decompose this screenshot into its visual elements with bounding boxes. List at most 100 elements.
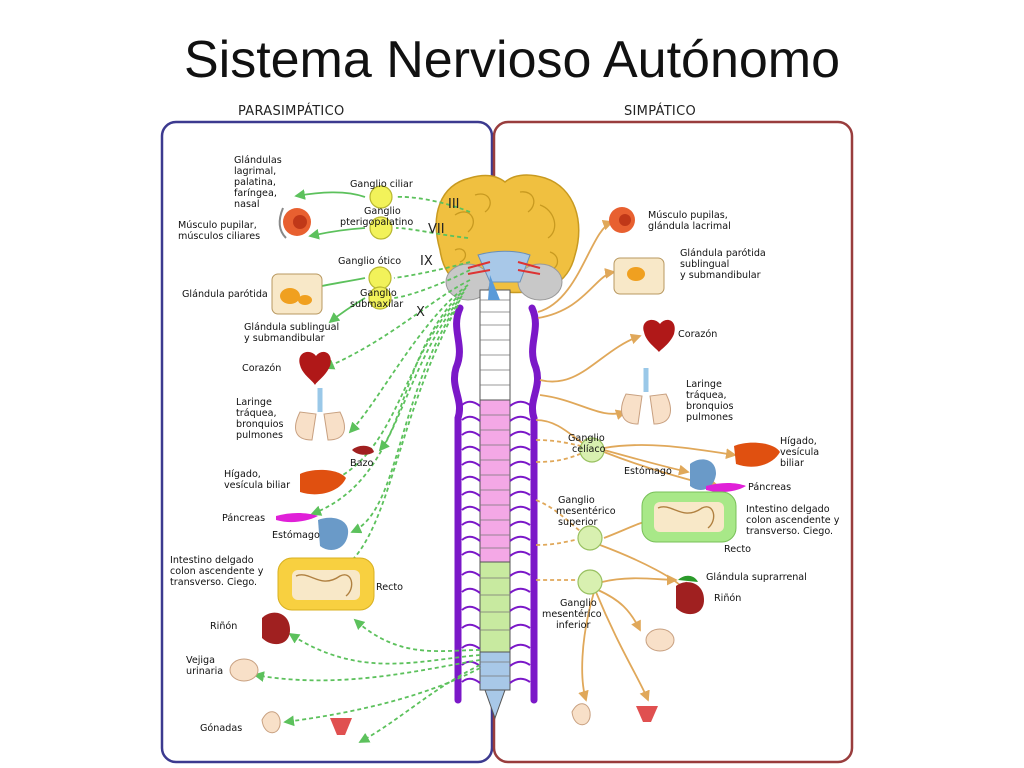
label-estomago: Estómago [624,465,672,477]
label-ganglio-mesenterico-superior: mesentérico [556,505,616,517]
label-ganglio-mesenterico-inferior: mesentérico [542,608,602,620]
label-glandula-parotida: Glándula parótida [182,288,268,300]
label-laringe: bronquios [236,419,283,430]
label-laringe: Laringe [236,397,272,408]
label-laringe: pulmones [686,412,733,423]
parasympathetic-organs [229,207,375,735]
label-ganglio-submaxilar: submaxilar [350,299,403,310]
spinal-cord [479,275,511,720]
label-laringe: Laringe [686,379,722,390]
label-musculo-pupilar: Músculo pupilar, [178,219,257,231]
label-laringe: pulmones [236,430,283,441]
stomach-icon [690,459,716,490]
label-bazo: Bazo [350,458,373,469]
stomach-icon [318,517,349,550]
label-intestino: transverso. Ciego. [746,526,833,537]
intestine-icon [277,557,375,611]
label-pancreas: Páncreas [222,512,265,524]
label-ganglio-celiaco: Ganglio [568,433,605,444]
sympathetic-chain [451,304,541,704]
eye-icon [278,207,311,239]
cranial-nerve-iii: III [448,197,460,212]
label-musculo-pupilas: glándula lacrimal [648,220,731,232]
face-parotid-icon [613,257,665,295]
label-ganglio-ciliar: Ganglio ciliar [350,179,413,190]
lungs-icon [295,388,345,441]
gonads-icon [261,711,352,735]
face-parotid-icon [271,273,323,315]
label-glandula-sublingual: Glándula sublingual [244,321,339,333]
label-intestino: transverso. Ciego. [170,577,257,588]
label-vejiga: urinaria [186,666,223,677]
label-recto: Recto [376,582,403,593]
lungs-icon [621,368,671,425]
label-glandula-suprarrenal: Glándula suprarrenal [706,571,807,583]
gonads-icon [571,703,658,726]
label-estomago: Estómago [272,529,320,541]
label-ganglio-otico: Ganglio ótico [338,255,401,267]
cranial-nerve-x: X [416,305,425,320]
bladder-icon [645,628,675,652]
heart-icon [299,351,331,385]
label-ganglio-pterigo: Ganglio [364,206,401,217]
label-ganglio-mesenterico-superior: Ganglio [558,495,595,506]
parasympathetic-ganglia [368,185,393,310]
parasympathetic-fibers [253,189,481,743]
intestine-icon [641,491,737,543]
label-corazon: Corazón [242,362,281,374]
label-corazon: Corazón [678,328,717,340]
parasympathetic-labels: Ganglio ciliar Ganglio pterigopalatino G… [170,154,413,734]
sympathetic-labels: Músculo pupilas, glándula lacrimal Glánd… [542,209,840,631]
spleen-icon [352,445,374,455]
label-rinon: Riñón [714,592,741,604]
label-intestino: Intestino delgado [746,504,830,515]
label-higado: vesícula [780,446,819,458]
label-higado: biliar [780,458,804,469]
slide-title: Sistema Nervioso Autónomo [183,31,841,89]
label-intestino: Intestino delgado [170,555,254,566]
label-ganglio-mesenterico-superior: superior [558,517,598,528]
adrenal-kidney-icon [676,575,704,615]
label-laringe: tráquea, [686,389,727,401]
label-glandula-parotida: y submandibular [680,270,761,281]
eye-icon [609,207,635,233]
sympathetic-organs [571,207,780,726]
label-intestino: colon ascendente y [746,515,840,526]
label-glandulas: nasal [234,199,260,210]
sympathetic-ganglia [577,437,605,595]
label-glandula-parotida: Glándula parótida [680,247,766,259]
label-ganglio-pterigo: pterigopalatino [340,217,413,228]
label-rinon: Riñón [210,620,237,632]
label-laringe: tráquea, [236,407,277,419]
label-musculo-pupilas: Músculo pupilas, [648,209,728,221]
parasympathetic-heading: PARASIMPÁTICO [238,104,345,119]
heart-icon [643,319,675,352]
label-glandulas: Glándulas [234,154,282,166]
bladder-icon [229,658,259,682]
label-glandulas: palatina, [234,177,276,188]
label-laringe: bronquios [686,401,733,412]
pancreas-icon [706,483,746,493]
label-ganglio-mesenterico-inferior: Ganglio [560,598,597,609]
label-glandulas: faríngea, [234,187,277,199]
label-higado: vesícula biliar [224,479,290,491]
cranial-nerve-vii: VII [428,222,445,237]
label-musculo-pupilar: músculos ciliares [178,230,260,242]
label-glandula-sublingual: y submandibular [244,333,325,344]
label-pancreas: Páncreas [748,481,791,493]
label-higado: Hígado, [780,435,817,447]
cranial-nerve-ix: IX [420,254,433,269]
label-ganglio-mesenterico-inferior: inferior [556,620,591,631]
label-recto: Recto [724,544,751,555]
label-gonadas: Gónadas [200,722,242,734]
kidney-icon [262,612,290,645]
label-vejiga: Vejiga [186,655,215,666]
label-ganglio-submaxilar: Ganglio [360,288,397,299]
sympathetic-heading: SIMPÁTICO [624,104,696,119]
pancreas-icon [276,513,318,523]
label-glandula-parotida: sublingual [680,259,729,270]
label-glandulas: lagrimal, [234,166,276,177]
label-higado: Hígado, [224,468,261,480]
liver-icon [734,442,780,467]
